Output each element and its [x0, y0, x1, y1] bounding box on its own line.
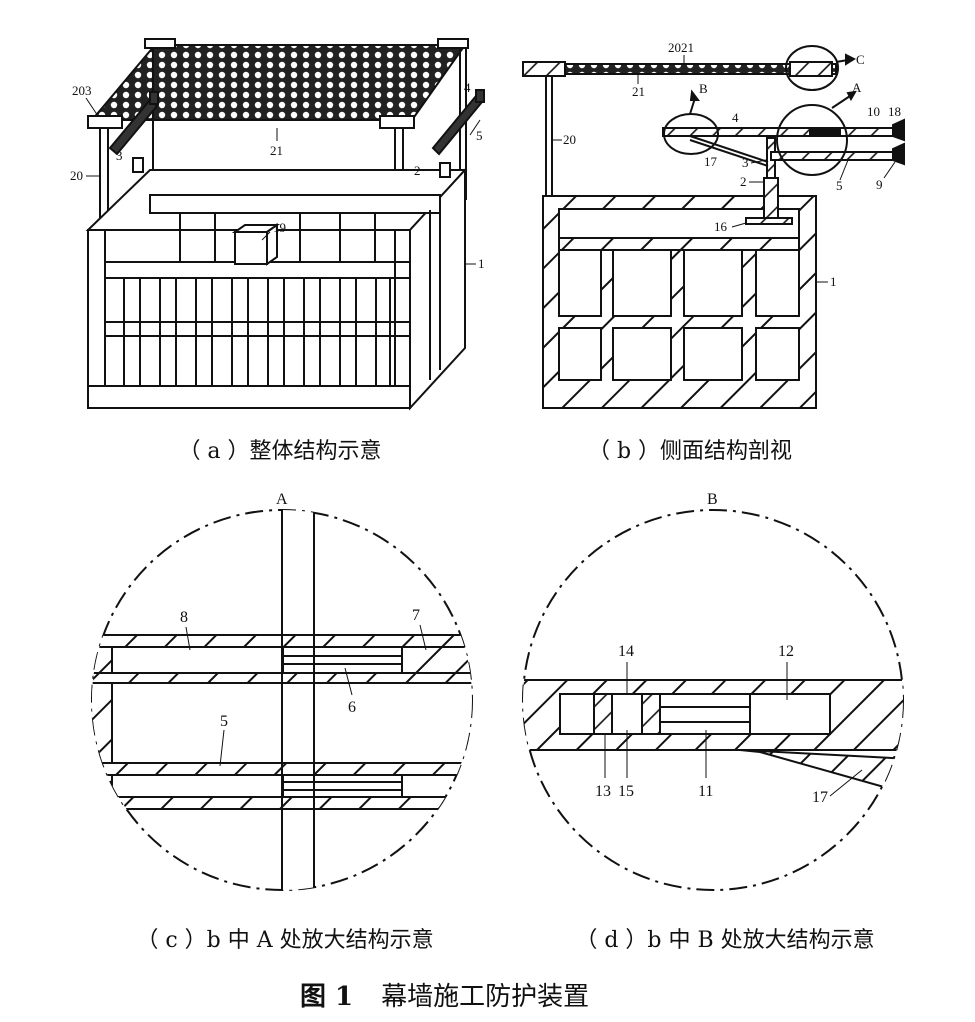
callout-circle-a	[776, 104, 848, 176]
panel-b-labels: 2021 C B A 21 20 4 10 18 17 3 5 9 2 16 1	[553, 40, 901, 289]
panel-c-labels: A 8 7 6 5	[180, 491, 427, 767]
panel-d-caption: （ d ）b 中 B 处放大结构示意	[575, 928, 875, 953]
label-14: 14	[618, 643, 634, 660]
label-5: 5	[476, 128, 483, 143]
label-5: 5	[220, 713, 228, 730]
label-12: 12	[778, 643, 794, 660]
label-4: 4	[464, 80, 471, 95]
post-2	[763, 177, 779, 219]
label-21: 21	[632, 84, 645, 99]
label-203: 203	[72, 83, 92, 98]
callout-circle-c	[785, 45, 839, 91]
label-2: 2	[740, 174, 747, 189]
label-10: 10	[867, 104, 880, 119]
arm-left	[108, 98, 159, 156]
panel-c-detail-a	[91, 509, 473, 891]
panel-d-header: B	[707, 491, 718, 508]
panel-a-overall-structure	[85, 38, 485, 411]
roof-corner-block	[144, 38, 176, 49]
small-block-3	[132, 157, 144, 173]
label-3: 3	[116, 148, 123, 163]
panel-d-detail-b	[522, 509, 904, 891]
figure-title: 图 1 幕墙施工防护装置	[300, 976, 589, 1013]
panel-b-caption: （ b ）侧面结构剖视	[587, 439, 793, 464]
label-1: 1	[478, 256, 485, 271]
figure-number: 图 1	[300, 982, 354, 1012]
roof-corner-block	[87, 115, 123, 129]
label-2021: 2021	[668, 40, 694, 55]
panel-b-side-section	[522, 45, 905, 409]
cage-side	[409, 167, 466, 411]
roof-corner-block	[437, 38, 469, 49]
label-19: 19	[273, 220, 286, 235]
label-17: 17	[812, 789, 828, 806]
label-4: 4	[732, 110, 739, 125]
panel-a-caption: （ a ）整体结构示意	[178, 439, 382, 464]
label-B: B	[699, 81, 708, 96]
label-2: 2	[414, 163, 421, 178]
label-16: 16	[714, 219, 728, 234]
roof-corner-block	[379, 115, 415, 129]
label-20: 20	[70, 168, 83, 183]
label-3: 3	[742, 155, 749, 170]
cage-inner-back	[149, 194, 441, 214]
panel-a-labels: 203 4 5 3 21 2 20 19 1	[70, 80, 485, 271]
label-C: C	[856, 52, 865, 67]
small-block-2	[439, 162, 451, 178]
label-15: 15	[618, 783, 634, 800]
label-6: 6	[348, 699, 356, 716]
cage-slats	[104, 200, 441, 386]
box-19	[234, 231, 268, 265]
label-9: 9	[876, 177, 883, 192]
label-11: 11	[698, 783, 713, 800]
label-18: 18	[888, 104, 901, 119]
label-1: 1	[830, 274, 837, 289]
label-5: 5	[836, 178, 843, 193]
cage-crossbar	[104, 321, 411, 337]
label-13: 13	[595, 783, 611, 800]
label-20: 20	[563, 132, 576, 147]
label-17: 17	[704, 154, 718, 169]
panel-d-labels: B 14 12 13 15 11 17	[595, 491, 863, 806]
panel-c-caption: （ c ）b 中 A 处放大结构示意	[136, 928, 434, 953]
arm-right	[431, 94, 484, 156]
label-A: A	[852, 80, 862, 95]
cage-base	[87, 385, 411, 409]
label-21: 21	[270, 143, 283, 158]
arm-5	[770, 151, 894, 161]
panel-c-header: A	[276, 491, 288, 508]
label-8: 8	[180, 609, 188, 626]
brace-17	[689, 135, 769, 163]
label-7: 7	[412, 607, 420, 624]
figure-title-text: 幕墙施工防护装置	[381, 982, 590, 1012]
